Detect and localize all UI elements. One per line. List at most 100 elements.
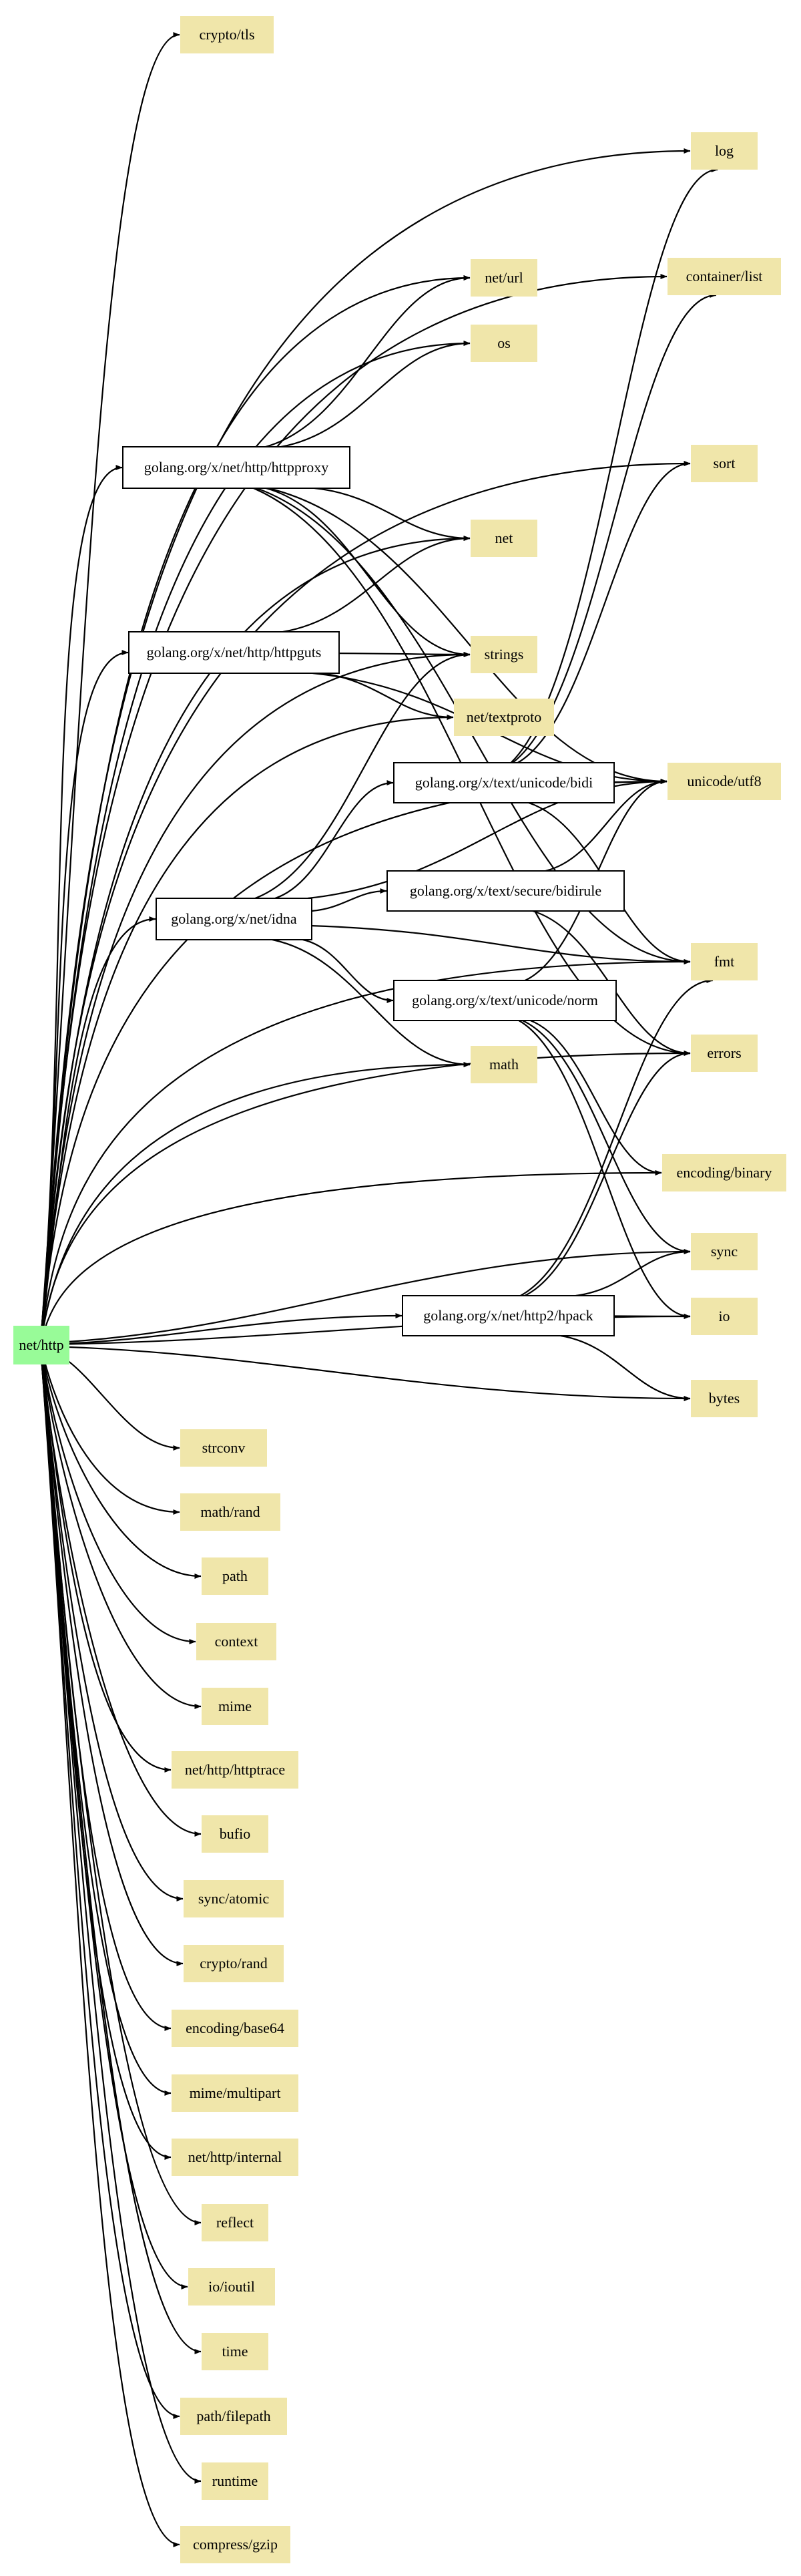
node-box bbox=[662, 1154, 786, 1191]
edge-norm-to-unicode_utf8 bbox=[525, 779, 668, 981]
node-label: runtime bbox=[212, 2472, 258, 2489]
edge-net_http-to-encoding_binary bbox=[40, 1170, 662, 1342]
node-label: bytes bbox=[709, 1390, 740, 1407]
edge-idna-to-bidi bbox=[274, 780, 394, 900]
node-sync-atomic: sync/atomic bbox=[184, 1880, 284, 1917]
edge-net_http-to-net_url bbox=[40, 275, 471, 1334]
node-box bbox=[471, 259, 537, 297]
edge-net_http-to-mime bbox=[40, 1352, 202, 1709]
edge-httpproxy-to-os bbox=[280, 341, 471, 448]
edge-net_http-to-hpack bbox=[41, 1313, 403, 1346]
node-box bbox=[691, 1380, 758, 1417]
node-box bbox=[691, 943, 758, 980]
edge-httpproxy-to-net_url bbox=[265, 275, 471, 448]
node-box bbox=[172, 2010, 298, 2047]
node-crypto-tls: crypto/tls bbox=[180, 16, 274, 53]
edge-net_http-to-container_list bbox=[40, 274, 668, 1334]
edge-net_http-to-runtime bbox=[40, 1356, 202, 2484]
node-time: time bbox=[202, 2333, 268, 2370]
node-box bbox=[202, 1557, 268, 1595]
node-box bbox=[471, 325, 537, 362]
node-box bbox=[184, 1945, 284, 1982]
node-label: strings bbox=[485, 646, 524, 663]
node-label: mime/multipart bbox=[190, 2084, 281, 2101]
node-label: golang.org/x/net/http/httpguts bbox=[147, 644, 322, 661]
node-encoding-base64: encoding/base64 bbox=[172, 2010, 298, 2047]
node-bidi: golang.org/x/text/unicode/bidi bbox=[393, 762, 615, 803]
node-httpguts: golang.org/x/net/http/httpguts bbox=[128, 631, 340, 674]
edge-net_http-to-crypto_tls bbox=[40, 32, 180, 1334]
edge-net_http-to-context bbox=[40, 1350, 196, 1644]
edge-net_http-to-idna bbox=[40, 916, 156, 1337]
edge-idna-to-math bbox=[272, 938, 471, 1067]
node-label: golang.org/x/text/unicode/norm bbox=[412, 992, 598, 1008]
node-mime: mime bbox=[202, 1688, 268, 1725]
node-box bbox=[471, 636, 537, 673]
edge-net_http-to-bytes bbox=[41, 1345, 691, 1401]
node-path: path bbox=[202, 1557, 268, 1595]
node-label: math bbox=[489, 1056, 519, 1073]
node-math-rand: math/rand bbox=[180, 1493, 280, 1531]
node-box bbox=[393, 980, 617, 1021]
node-label: golang.org/x/net/http2/hpack bbox=[423, 1307, 593, 1324]
node-label: sync/atomic bbox=[198, 1890, 270, 1907]
node-box bbox=[184, 1880, 284, 1917]
edge-net_http-to-log bbox=[40, 148, 691, 1334]
node-strconv: strconv bbox=[180, 1429, 267, 1467]
edge-httpguts-to-net bbox=[282, 536, 471, 633]
node-label: sort bbox=[714, 455, 736, 472]
node-httptrace: net/http/httptrace bbox=[172, 1751, 298, 1789]
node-box bbox=[122, 446, 350, 489]
edge-net_http-to-fmt bbox=[40, 959, 691, 1338]
node-label: strconv bbox=[202, 1439, 246, 1456]
node-box bbox=[188, 2268, 275, 2306]
node-label: os bbox=[497, 335, 511, 351]
node-sort: sort bbox=[691, 445, 758, 482]
node-box bbox=[180, 1493, 280, 1531]
node-box bbox=[202, 2462, 268, 2500]
node-box bbox=[668, 763, 781, 800]
node-encoding-binary: encoding/binary bbox=[662, 1154, 786, 1191]
edge-httpproxy-to-net bbox=[314, 487, 471, 541]
edge-net_http-to-path bbox=[40, 1349, 202, 1579]
node-box bbox=[668, 258, 781, 295]
node-runtime: runtime bbox=[202, 2462, 268, 2500]
node-label: golang.org/x/net/http/httpproxy bbox=[144, 459, 328, 476]
node-box bbox=[202, 2204, 268, 2241]
node-box bbox=[691, 132, 758, 170]
edge-httpproxy-to-strings bbox=[266, 487, 471, 657]
node-label: io bbox=[718, 1308, 730, 1324]
node-label: golang.org/x/text/unicode/bidi bbox=[415, 774, 593, 791]
node-box bbox=[202, 2333, 268, 2370]
node-httpproxy: golang.org/x/net/http/httpproxy bbox=[122, 446, 350, 489]
node-label: net/http/httptrace bbox=[185, 1761, 285, 1778]
edge-net_http-to-time bbox=[40, 1356, 202, 2354]
node-os: os bbox=[471, 325, 537, 362]
node-label: sync bbox=[711, 1243, 738, 1260]
node-strings: strings bbox=[471, 636, 537, 673]
edge-hpack-to-bytes bbox=[560, 1334, 691, 1401]
node-label: path bbox=[222, 1568, 248, 1584]
node-bytes: bytes bbox=[691, 1380, 758, 1417]
node-box bbox=[393, 762, 615, 803]
edge-net_http-to-mime_multipart bbox=[40, 1356, 172, 2096]
edge-net_http-to-os bbox=[40, 341, 471, 1334]
node-bidirule: golang.org/x/text/secure/bidirule bbox=[386, 870, 625, 912]
node-box bbox=[691, 1298, 758, 1335]
edge-net_http-to-httpguts bbox=[40, 650, 129, 1334]
node-label: math/rand bbox=[200, 1503, 260, 1520]
node-box bbox=[180, 2526, 290, 2563]
edge-layer bbox=[40, 32, 718, 2547]
edge-hpack-to-errors bbox=[524, 1051, 691, 1296]
node-net-url: net/url bbox=[471, 259, 537, 297]
node-label: net bbox=[495, 530, 513, 546]
node-box bbox=[471, 1046, 537, 1083]
node-label: reflect bbox=[216, 2214, 254, 2231]
node-context: context bbox=[196, 1623, 276, 1660]
node-path-filepath: path/filepath bbox=[180, 2398, 287, 2435]
edge-idna-to-fmt bbox=[311, 925, 691, 964]
node-box bbox=[691, 1035, 758, 1072]
node-norm: golang.org/x/text/unicode/norm bbox=[393, 980, 617, 1021]
node-reflect: reflect bbox=[202, 2204, 268, 2241]
